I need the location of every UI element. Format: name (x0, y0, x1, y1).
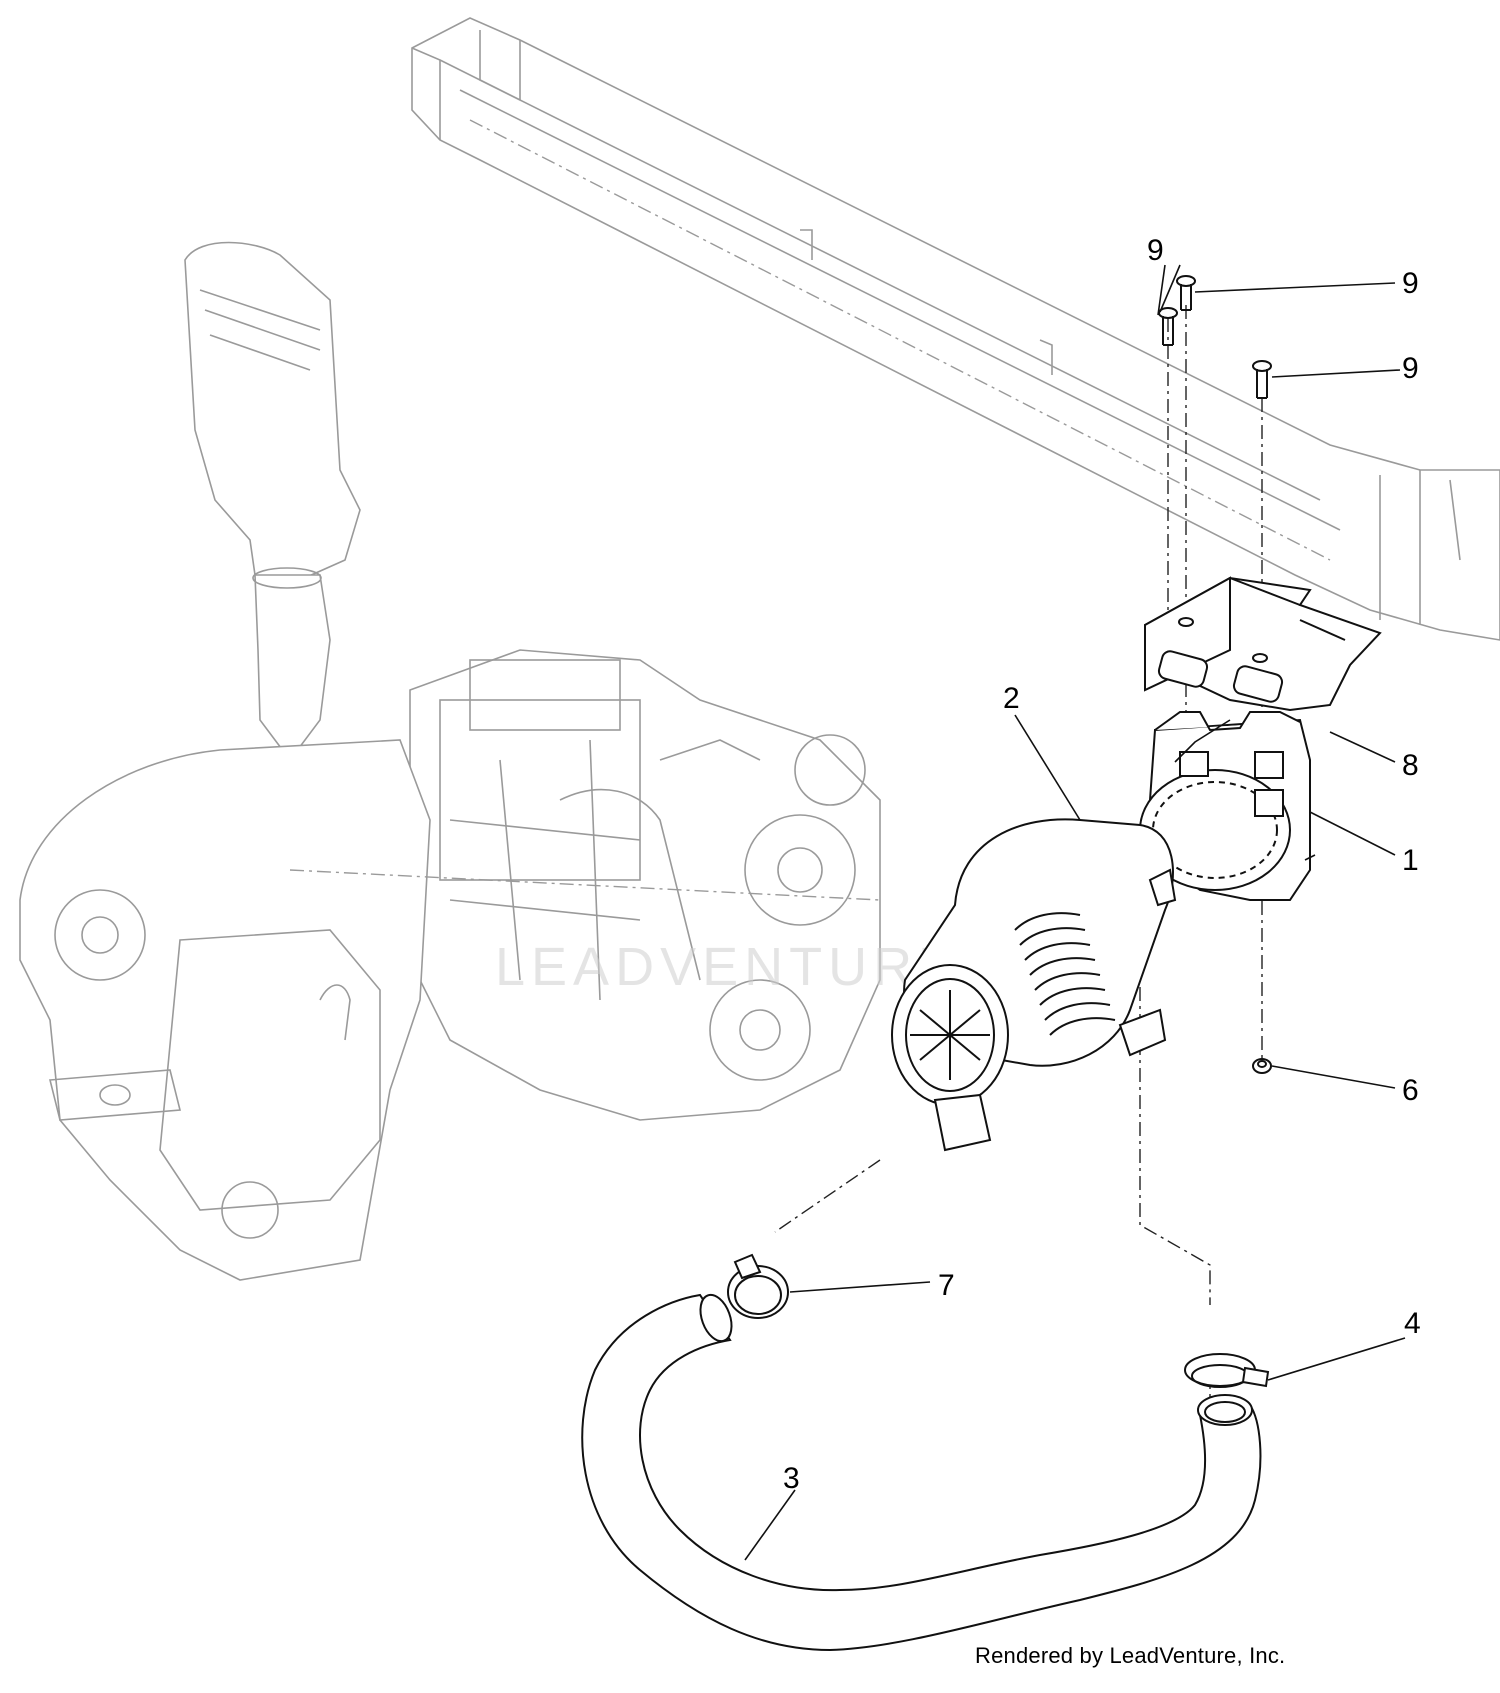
nut-6[interactable] (1252, 1058, 1272, 1074)
callout-7: 7 (938, 1269, 955, 1302)
callout-9a: 9 (1147, 234, 1164, 267)
callout-9c: 9 (1402, 352, 1419, 385)
callout-6: 6 (1402, 1074, 1419, 1107)
bolt-9c[interactable] (1252, 360, 1272, 399)
filter-holder-1[interactable] (1139, 711, 1311, 901)
frame-rail-ghost (411, 17, 1500, 641)
callout-2: 2 (1003, 682, 1020, 715)
mounting-bracket-8[interactable] (1144, 576, 1382, 712)
callout-9b: 9 (1402, 267, 1419, 300)
callout-3: 3 (783, 1462, 800, 1495)
bolt-9b[interactable] (1176, 275, 1196, 311)
watermark-text: LEADVENTURE (495, 937, 960, 997)
bolt-9a[interactable] (1158, 307, 1178, 346)
footer-credit: Rendered by LeadVenture, Inc. (975, 1643, 1286, 1668)
hose-clamp-4[interactable] (1184, 1353, 1270, 1388)
leader-lines (744, 264, 1406, 1561)
callout-4: 4 (1404, 1307, 1421, 1340)
muffler-ghost (184, 241, 361, 762)
callout-1: 1 (1402, 844, 1419, 877)
air-cleaner-2[interactable] (891, 818, 1177, 1152)
engine-ghost (409, 649, 881, 1121)
transmission-ghost (19, 739, 881, 1281)
callout-labels: 1 2 3 4 6 7 8 9 9 9 (783, 234, 1421, 1495)
hose-clamp-7[interactable] (727, 1253, 789, 1319)
callout-8: 8 (1402, 749, 1419, 782)
intake-hose-3[interactable] (581, 1291, 1262, 1652)
